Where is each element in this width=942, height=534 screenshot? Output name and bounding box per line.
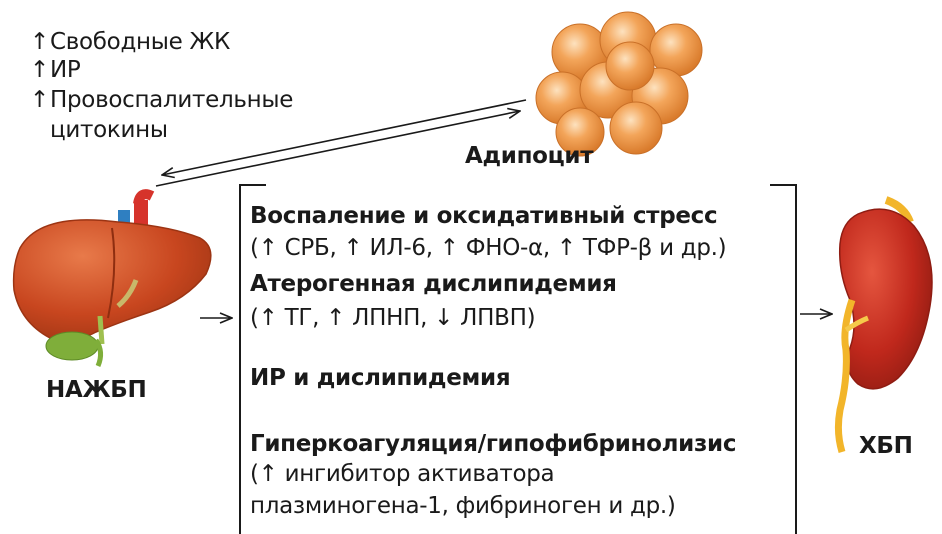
mechanism-dyslipidemia-title: Атерогенная дислипидемия [250,271,617,297]
liver-icon [12,189,212,367]
label-ckd: ХБП [859,433,913,459]
mechanism-coagulation-title: Гиперкоагуляция/гипофибринолизис [250,431,737,457]
mechanism-dyslipidemia-detail: (↑ ТГ, ↑ ЛПНП, ↓ ЛПВП) [250,305,536,331]
adipocyte-to-liver-arrow [155,99,527,187]
mechanism-coagulation-detail-2: плазминогена-1, фибриноген и др.) [250,493,676,519]
mechanism-ir-title: ИР и дислипидемия [250,365,511,391]
effect-insulin-resistance: ↑ИР [30,57,81,83]
mechanism-coagulation-detail-1: (↑ ингибитор активатора [250,461,555,487]
effect-free-fatty-acids: ↑Свободные ЖК [30,29,231,55]
adipocyte-cluster-icon [535,11,703,157]
effect-proinflammatory: ↑Провоспалительные [30,87,294,113]
effect-cytokines: цитокины [50,117,168,143]
mechanism-inflammation-title: Воспаление и оксидативный стресс [250,203,718,229]
label-adipocyte: Адипоцит [465,143,594,169]
label-nafld: НАЖБП [46,377,147,403]
mechanism-inflammation-detail: (↑ СРБ, ↑ ИЛ-6, ↑ ФНО-α, ↑ ТФР-β и др.) [250,235,727,261]
kidney-icon [834,196,933,454]
mechanisms-bracket [239,184,797,534]
